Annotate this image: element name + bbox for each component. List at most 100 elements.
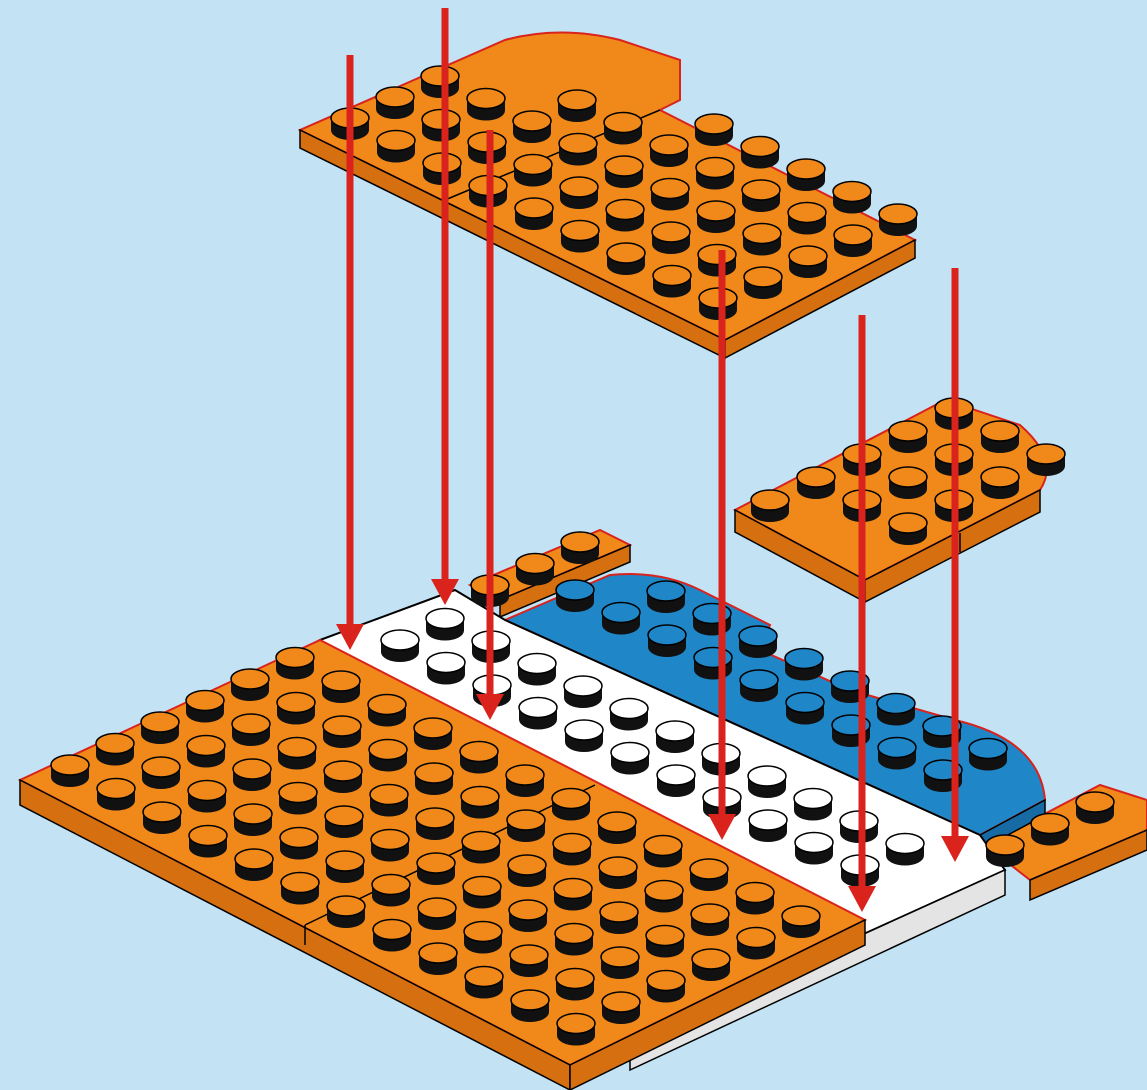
middle-stud [1027, 444, 1065, 476]
base-stud [276, 648, 314, 680]
base-stud [51, 755, 89, 787]
top-stud [650, 135, 688, 167]
top-stud [695, 114, 733, 146]
base-stud [280, 828, 318, 860]
back-stud [1076, 792, 1114, 824]
white-stud [381, 630, 419, 662]
back-stud [516, 554, 554, 586]
top-stud [697, 201, 735, 233]
base-stud [189, 826, 227, 858]
base-stud [645, 881, 683, 913]
middle-stud [889, 467, 927, 499]
back-stud [1031, 814, 1069, 846]
white-stud [886, 834, 924, 866]
base-stud [143, 802, 181, 834]
top-stud [742, 180, 780, 212]
base-stud [555, 924, 593, 956]
base-stud [233, 759, 271, 791]
white-stud [795, 833, 833, 865]
base-stud [647, 971, 685, 1003]
top-stud [699, 288, 737, 320]
blue-stud [969, 739, 1007, 771]
top-stud [788, 203, 826, 235]
middle-stud [889, 513, 927, 545]
white-stud [427, 653, 465, 685]
base-stud [600, 902, 638, 934]
top-stud [604, 113, 642, 145]
blue-stud [556, 580, 594, 612]
white-stud [749, 810, 787, 842]
base-stud [464, 922, 502, 954]
base-stud [506, 765, 544, 797]
base-stud [141, 712, 179, 744]
top-stud [879, 204, 917, 236]
base-stud [736, 883, 774, 915]
base-stud [511, 990, 549, 1022]
base-stud [234, 804, 272, 836]
base-stud [232, 714, 270, 746]
base-stud [278, 738, 316, 770]
base-stud [419, 943, 457, 975]
blue-stud [739, 626, 777, 658]
base-stud [782, 906, 820, 938]
base-stud [142, 757, 180, 789]
base-stud [553, 834, 591, 866]
blue-stud [694, 648, 732, 680]
top-stud [421, 66, 459, 98]
top-stud [834, 225, 872, 257]
top-stud [744, 267, 782, 299]
top-stud [698, 245, 736, 277]
base-stud [557, 1014, 595, 1046]
base-stud [231, 669, 269, 701]
base-stud [463, 877, 501, 909]
base-stud [509, 900, 547, 932]
base-stud [370, 785, 408, 817]
base-stud [602, 992, 640, 1024]
white-stud [657, 765, 695, 797]
base-stud [97, 779, 135, 811]
middle-stud [751, 490, 789, 522]
middle-stud [981, 421, 1019, 453]
base-stud [414, 718, 452, 750]
back-stud [986, 835, 1024, 867]
base-stud [644, 836, 682, 868]
white-stud [611, 743, 649, 775]
base-stud [556, 969, 594, 1001]
top-stud [743, 224, 781, 256]
base-stud [692, 949, 730, 981]
base-stud [601, 947, 639, 979]
base-stud [461, 787, 499, 819]
base-stud [646, 926, 684, 958]
base-stud [418, 898, 456, 930]
base-stud [554, 879, 592, 911]
white-stud [519, 698, 557, 730]
back-stud [561, 532, 599, 564]
base-stud [372, 875, 410, 907]
base-stud [510, 945, 548, 977]
base-stud [415, 763, 453, 795]
blue-stud [602, 603, 640, 635]
top-stud [606, 200, 644, 232]
white-stud [748, 766, 786, 798]
middle-stud [889, 421, 927, 453]
base-stud [188, 781, 226, 813]
white-stud [518, 654, 556, 686]
base-stud [324, 761, 362, 793]
base-stud [373, 920, 411, 952]
top-stud [787, 159, 825, 191]
base-stud [325, 806, 363, 838]
top-stud [651, 179, 689, 211]
top-stud [561, 221, 599, 253]
base-stud [552, 789, 590, 821]
base-stud [186, 691, 224, 723]
top-stud [467, 89, 505, 121]
base-stud [460, 742, 498, 774]
blue-stud [786, 693, 824, 725]
top-stud [652, 222, 690, 254]
base-stud [281, 873, 319, 905]
top-stud [513, 111, 551, 143]
top-stud [833, 182, 871, 214]
base-stud [96, 734, 134, 766]
